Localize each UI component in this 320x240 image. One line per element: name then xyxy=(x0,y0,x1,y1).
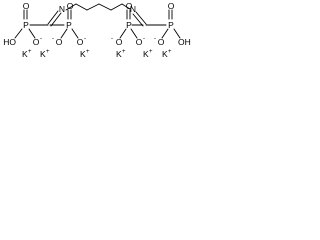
atom-k-1: K xyxy=(22,49,28,59)
bond-p1-oh xyxy=(14,28,23,39)
bond-lines xyxy=(14,3,181,39)
atom-o-p2: O xyxy=(67,1,74,11)
atom-oh-right: OH xyxy=(178,37,191,47)
charge-plus-5: + xyxy=(149,49,153,55)
charge-minus-1: - xyxy=(40,36,42,42)
atom-ominus-6: O xyxy=(158,37,165,47)
atom-ominus-3: O xyxy=(77,37,84,47)
atom-n-left: N xyxy=(59,4,65,14)
charge-plus-2: + xyxy=(46,49,50,55)
bond-p3-ominus2 xyxy=(130,28,138,39)
charge-plus-4: + xyxy=(122,49,126,55)
atom-ominus-5: O xyxy=(136,37,143,47)
atom-ho-left: HO xyxy=(3,37,16,47)
charge-minus-4: - xyxy=(111,36,113,42)
bond-c3-c4 xyxy=(98,3,112,11)
bond-p2-ominus2 xyxy=(71,28,79,39)
atom-ominus-1: O xyxy=(33,37,40,47)
atom-p-2: P xyxy=(66,20,72,30)
bond-p2-ominus1 xyxy=(60,28,68,39)
atom-k-2: K xyxy=(40,49,46,59)
atom-k-6: K xyxy=(162,49,168,59)
charge-minus-5: - xyxy=(143,36,145,42)
bond-p1-ominus xyxy=(28,28,36,39)
atom-k-4: K xyxy=(116,49,122,59)
bond-n1-cl-a xyxy=(47,10,59,25)
charge-minus-6: - xyxy=(154,36,156,42)
charge-plus-1: + xyxy=(28,49,32,55)
charge-minus-2: - xyxy=(52,36,54,42)
bond-p4-ominus xyxy=(161,28,169,39)
bond-n1-cl-b xyxy=(50,12,62,27)
bond-n2-cr-b xyxy=(132,13,144,27)
atom-o-p1: O xyxy=(23,1,30,11)
charge-plus-6: + xyxy=(168,49,172,55)
atom-p-4: P xyxy=(168,20,174,30)
structure-diagram: N N P P P P O O O O HO O - O - O - O - O… xyxy=(3,1,191,59)
atom-p-1: P xyxy=(23,20,29,30)
atom-o-p3: O xyxy=(126,1,133,11)
bond-n2-cr-a xyxy=(135,11,147,25)
bond-n1-c1 xyxy=(65,3,77,11)
atom-o-p4: O xyxy=(168,1,175,11)
bond-c2-c3 xyxy=(86,3,100,11)
bond-p4-oh xyxy=(173,28,181,39)
charge-minus-3: - xyxy=(84,36,86,42)
bond-c5-n2 xyxy=(121,3,131,10)
charge-plus-3: + xyxy=(86,49,90,55)
atom-p-3: P xyxy=(126,20,132,30)
bond-p3-ominus1 xyxy=(119,28,127,39)
atom-n-right: N xyxy=(130,4,136,14)
atom-ominus-4: O xyxy=(116,37,123,47)
atom-k-5: K xyxy=(143,49,149,59)
atom-ominus-2: O xyxy=(56,37,63,47)
bond-c1-c2 xyxy=(75,3,88,11)
bond-c4-c5 xyxy=(110,3,123,11)
atom-k-3: K xyxy=(80,49,86,59)
